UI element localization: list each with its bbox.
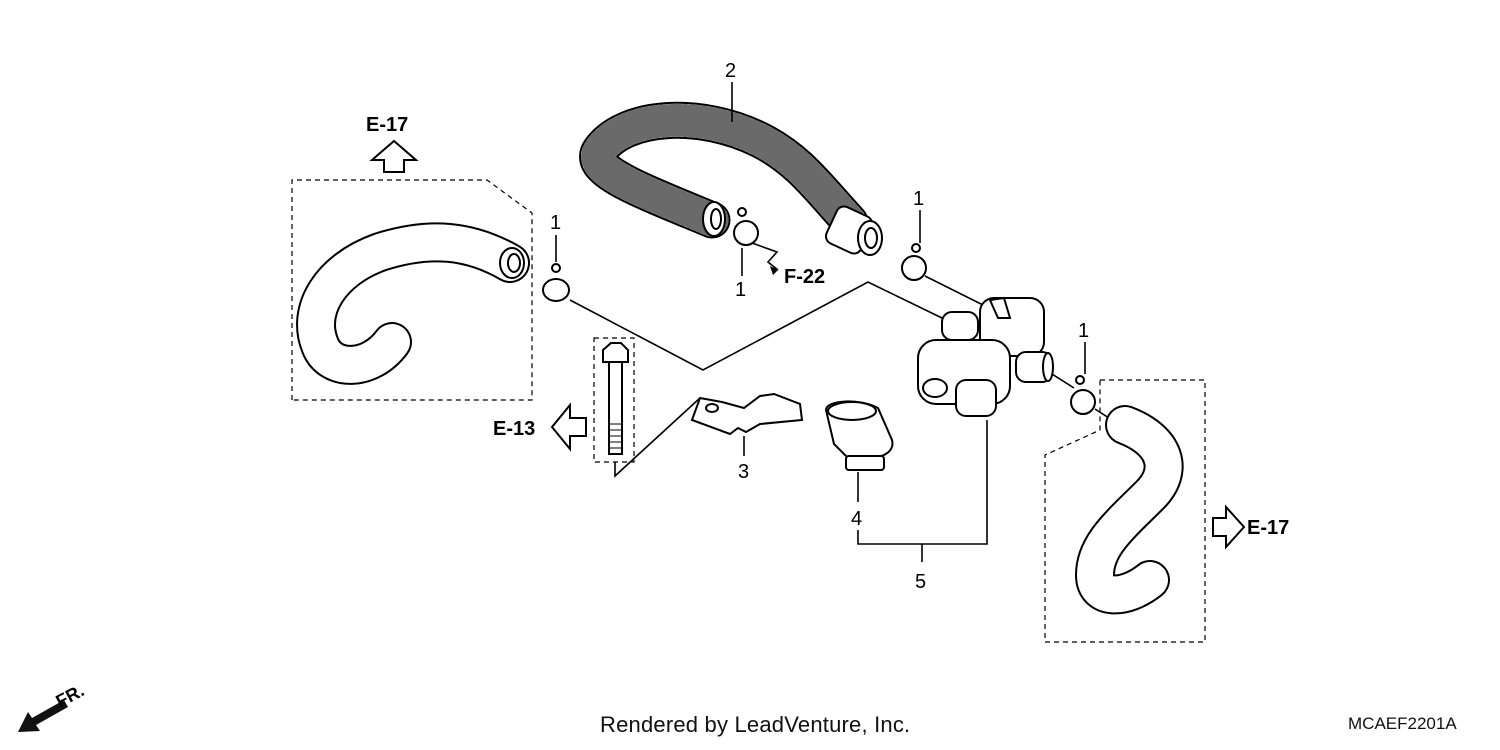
bolt-group[interactable] (593, 337, 701, 478)
clip-tab (911, 243, 921, 253)
hose-2-texture (581, 103, 867, 239)
clip-ring (542, 278, 570, 302)
e13-label: E-13 (493, 418, 535, 440)
clip-ring (901, 255, 927, 281)
band-4[interactable]: 4 (824, 400, 894, 530)
hose-2-bore-right (864, 227, 878, 249)
left-hose-bore (507, 253, 521, 273)
clip-ring (1070, 389, 1096, 415)
bolt-head (602, 342, 629, 363)
valve-port-left (941, 311, 979, 341)
clip-center[interactable]: 1 F-22 (733, 207, 825, 301)
f22-arrow-icon (770, 266, 778, 275)
e13-reference[interactable]: E-13 (493, 402, 587, 452)
left-dashed-box (291, 179, 533, 401)
clip-tab (551, 263, 561, 273)
bolt-leader (614, 397, 701, 478)
render-credit: Rendered by LeadVenture, Inc. (600, 712, 911, 737)
bolt-thread (609, 423, 622, 449)
callout-3: 3 (738, 461, 749, 483)
clip-ring (733, 220, 759, 246)
callout-1-center: 1 (735, 279, 746, 301)
right-dashed-box (1044, 379, 1206, 643)
routing-line-main (569, 281, 943, 371)
left-hose-group (291, 179, 533, 401)
f22-label: F-22 (784, 266, 825, 288)
right-hose-group (1044, 379, 1206, 643)
left-arrow-icon (550, 402, 587, 452)
bracket-3[interactable]: 3 (690, 392, 804, 483)
front-direction: FR. (18, 680, 87, 732)
up-arrow-icon (369, 139, 419, 173)
bracket-body (690, 392, 804, 436)
e17-top-label: E-17 (366, 114, 408, 136)
callout-4: 4 (851, 508, 862, 530)
front-arrow-icon (18, 700, 68, 732)
clip-tab (1075, 375, 1085, 385)
band-opening (827, 401, 877, 421)
callout-2: 2 (725, 60, 736, 82)
air-injection-valve[interactable] (917, 296, 1075, 417)
bracket-hole (705, 403, 719, 413)
right-arrow-icon (1212, 504, 1246, 550)
bolt-shank (608, 361, 623, 455)
f22-leader (751, 242, 779, 271)
clip-left[interactable]: 1 (542, 212, 570, 302)
clip-tab (737, 207, 747, 217)
valve-bottom-ring (922, 378, 948, 398)
left-hose-inner (298, 224, 528, 383)
diagram-code: MCAEF2201A (1348, 714, 1457, 733)
clip-center-right[interactable]: 1 (901, 188, 986, 307)
band-lug (845, 455, 885, 471)
valve-port-right-end (1042, 352, 1054, 382)
hose-2-bore-left (710, 208, 722, 230)
valve-top-fitting (988, 296, 1012, 319)
callout-1-center-right: 1 (913, 188, 924, 210)
e17-top-reference[interactable]: E-17 (366, 114, 419, 173)
callout-1-right: 1 (1078, 320, 1089, 342)
e17-right-reference[interactable]: E-17 (1212, 504, 1289, 550)
bolt-dashed-box (593, 337, 635, 463)
callout-1-left: 1 (550, 212, 561, 234)
hose-2[interactable]: 2 (579, 60, 883, 256)
callout-5: 5 (915, 571, 926, 593)
e17-right-label: E-17 (1247, 517, 1289, 539)
right-hose-inner (1077, 407, 1182, 613)
clip-right[interactable]: 1 (1070, 320, 1113, 421)
valve-connector (955, 379, 997, 417)
